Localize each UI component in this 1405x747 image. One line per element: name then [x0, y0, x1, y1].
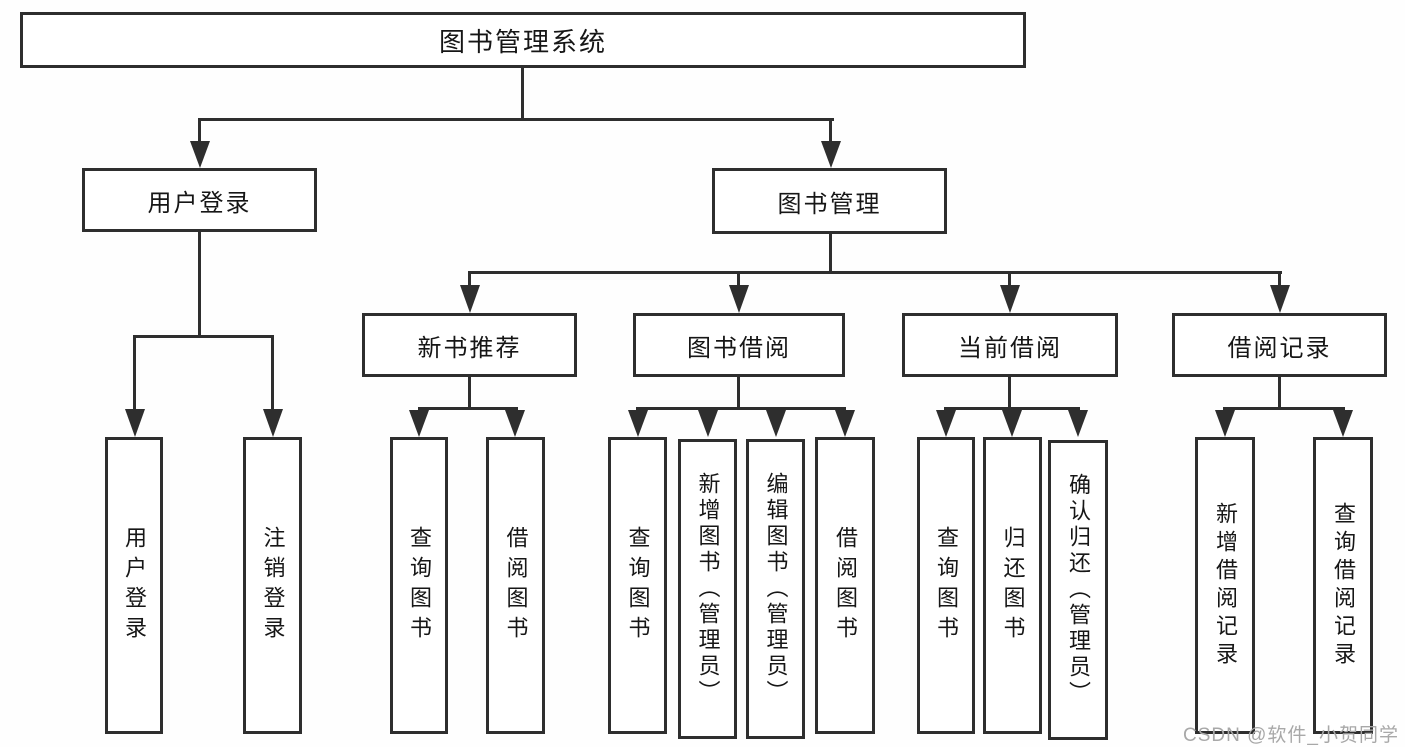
connector-line [469, 271, 1282, 274]
connector-line [1278, 377, 1281, 409]
csdn-watermark: CSDN @软件_小贺同学 [1183, 725, 1399, 746]
connector-line [271, 335, 274, 411]
node-label: 新书推荐 [417, 334, 522, 362]
arrowhead-down [1333, 410, 1353, 437]
connector-line [521, 67, 524, 120]
connector-line [737, 271, 740, 287]
connector-line [1223, 407, 1345, 410]
arrowhead-down [1068, 410, 1088, 437]
connector-line [133, 335, 136, 411]
arrowhead-down [1270, 285, 1290, 313]
arrowhead-down [190, 141, 210, 168]
node-label: 用户登录 [122, 525, 147, 646]
leaf-borrow-books-recommend: 借阅图书 [486, 437, 545, 734]
arrowhead-down [460, 285, 480, 313]
node-new-book-recommend: 新书推荐 [362, 313, 577, 377]
leaf-add-books-admin: 新增图书（管理员） [678, 439, 737, 739]
node-borrowing-records: 借阅记录 [1172, 313, 1387, 377]
node-label: 图书借阅 [687, 334, 791, 362]
arrowhead-down [835, 410, 855, 437]
leaf-query-books-current: 查询图书 [917, 437, 975, 734]
node-label: 查询借阅记录 [1331, 501, 1356, 670]
leaf-confirm-return-admin: 确认归还（管理员） [1048, 440, 1108, 740]
connector-line [198, 118, 834, 121]
connector-line [737, 377, 740, 409]
arrowhead-down [1002, 410, 1022, 437]
leaf-edit-books-admin: 编辑图书（管理员） [746, 439, 805, 739]
node-label: 注销登录 [260, 525, 286, 646]
connector-line [829, 232, 832, 274]
node-label: 借阅图书 [503, 525, 529, 646]
arrowhead-down [1215, 410, 1235, 437]
arrowhead-down [263, 409, 283, 437]
node-label: 编辑图书（管理员） [763, 472, 789, 706]
connector-line [133, 335, 274, 338]
leaf-logout-action: 注销登录 [243, 437, 302, 734]
connector-line [198, 230, 201, 337]
node-label: 图书管理系统 [438, 26, 607, 57]
node-label: 用户登录 [147, 189, 252, 217]
connector-line [418, 407, 518, 410]
connector-line [468, 271, 471, 287]
leaf-query-books-borrowing: 查询图书 [608, 437, 667, 734]
arrowhead-down [125, 409, 145, 437]
node-label: 归还图书 [1000, 525, 1026, 646]
node-user-login: 用户登录 [82, 168, 317, 232]
leaf-borrow-books-borrowing: 借阅图书 [815, 437, 875, 734]
node-label: 查询图书 [934, 525, 959, 646]
leaf-query-books-recommend: 查询图书 [390, 437, 448, 734]
leaf-query-borrow-record: 查询借阅记录 [1313, 437, 1373, 734]
connector-line [1008, 271, 1011, 287]
arrowhead-down [729, 285, 749, 313]
node-label: 借阅记录 [1227, 334, 1332, 362]
arrowhead-down [628, 410, 648, 437]
node-label: 查询图书 [625, 525, 651, 646]
node-label: 新增图书（管理员） [695, 472, 721, 706]
leaf-add-borrow-record: 新增借阅记录 [1195, 437, 1255, 734]
node-label: 确认归还（管理员） [1066, 473, 1091, 707]
arrowhead-down [821, 141, 841, 168]
node-label: 借阅图书 [833, 525, 858, 646]
arrowhead-down [505, 410, 525, 437]
connector-line [1008, 377, 1011, 409]
arrowhead-down [936, 410, 956, 437]
connector-line [198, 118, 201, 144]
node-label: 查询图书 [407, 525, 432, 646]
node-label: 新增借阅记录 [1213, 501, 1238, 670]
arrowhead-down [409, 410, 429, 437]
connector-line [468, 377, 471, 409]
node-label: 图书管理 [777, 190, 882, 218]
leaf-return-books: 归还图书 [983, 437, 1042, 734]
node-label: 当前借阅 [958, 334, 1062, 362]
node-book-borrowing: 图书借阅 [633, 313, 845, 377]
node-library-management-system: 图书管理系统 [20, 12, 1026, 68]
connector-line [1278, 271, 1281, 287]
node-book-management: 图书管理 [712, 168, 947, 234]
connector-line [636, 407, 846, 410]
connector-line [829, 118, 832, 144]
node-current-borrowing: 当前借阅 [902, 313, 1118, 377]
arrowhead-down [698, 410, 718, 437]
arrowhead-down [766, 410, 786, 437]
arrowhead-down [1000, 285, 1020, 313]
leaf-user-login-action: 用户登录 [105, 437, 163, 734]
